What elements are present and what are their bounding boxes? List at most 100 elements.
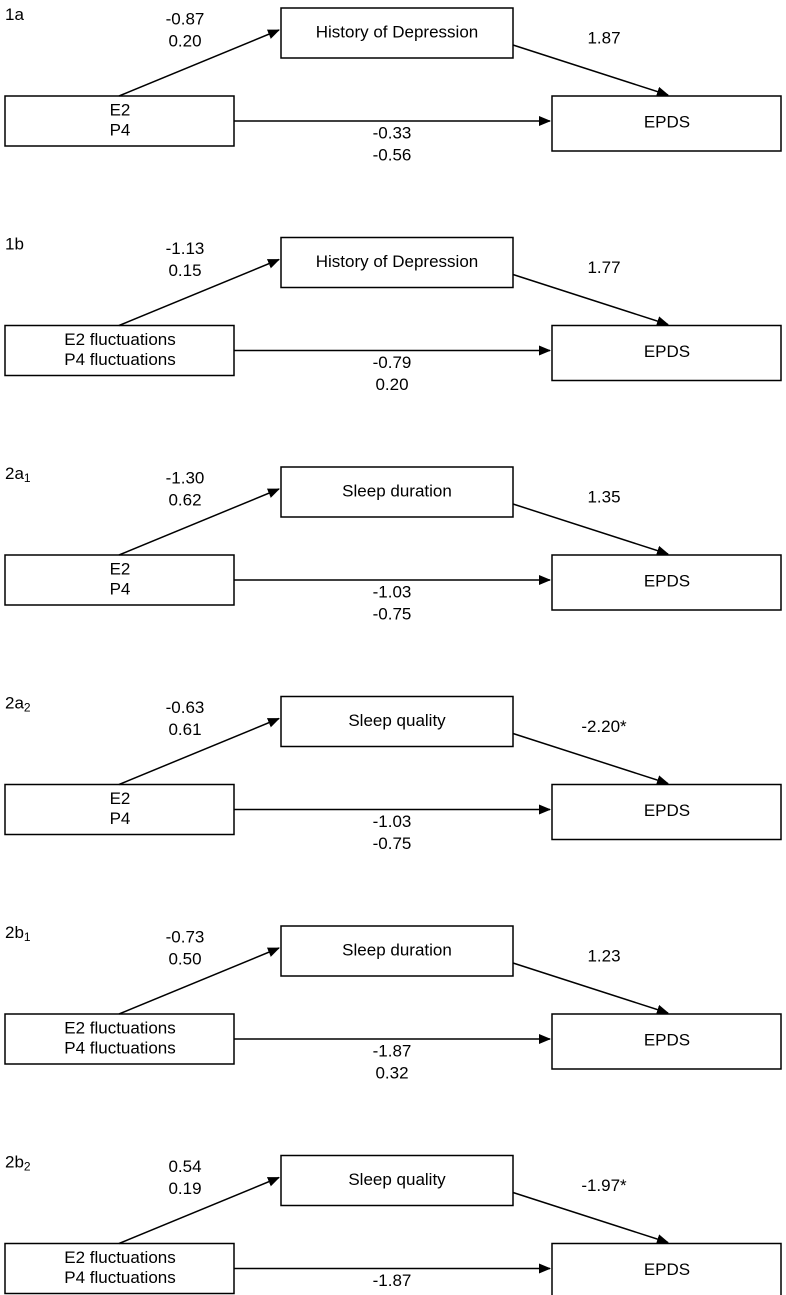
path-b-arrow (512, 962, 669, 1015)
path-b-arrow (512, 1191, 669, 1244)
path-a-coefficient-p4: 0.15 (168, 261, 201, 280)
panel-label: 1a (5, 5, 24, 24)
path-b-arrow (512, 503, 669, 556)
path-b-coefficient: 1.87 (587, 28, 620, 47)
panel-label-main: 1a (5, 5, 24, 24)
path-b-coefficient: 1.77 (587, 258, 620, 277)
path-c-coefficient-e2: -1.87 (373, 1271, 412, 1290)
mediator-label: Sleep duration (342, 940, 452, 959)
outcome-label: EPDS (644, 112, 690, 131)
predictor-label-line1: E2 fluctuations (64, 1248, 176, 1267)
mediator-label: Sleep quality (348, 711, 446, 730)
path-b-arrow (512, 44, 669, 97)
outcome-box (551, 324, 782, 382)
panel-label-main: 2b (5, 923, 24, 942)
path-c-coefficient-p4: -0.75 (373, 604, 412, 623)
mediator-box (280, 695, 514, 748)
panel-label-main: 2b (5, 1153, 24, 1172)
path-a-arrow (118, 1176, 280, 1245)
path-b-arrow (512, 273, 669, 326)
path-a-arrow (118, 488, 280, 556)
path-c-coefficient-e2: -1.03 (373, 812, 412, 831)
panel-label: 2a1 (5, 464, 31, 485)
panel-label-subscript: 2 (24, 701, 31, 715)
mediator-label: History of Depression (316, 252, 479, 271)
path-c-coefficient-p4: 0.32 (375, 1293, 408, 1295)
path-b-coefficient: -1.97* (581, 1176, 627, 1195)
path-c-coefficient-p4: -0.75 (373, 834, 412, 853)
mediator-box (280, 466, 514, 518)
outcome-label: EPDS (644, 342, 690, 361)
mediator-box (280, 1154, 514, 1207)
predictor-label-line1: E2 fluctuations (64, 330, 176, 349)
path-a-coefficient-e2: -0.73 (166, 927, 205, 946)
predictor-box (4, 1242, 235, 1295)
path-a-arrow (118, 947, 280, 1015)
panel-label-subscript: 2 (24, 1160, 31, 1174)
outcome-label: EPDS (644, 571, 690, 590)
path-b-coefficient: -2.20* (581, 717, 627, 736)
path-a-arrow (118, 717, 280, 786)
outcome-label: EPDS (644, 1260, 690, 1279)
predictor-label-line1: E2 (110, 100, 131, 119)
path-a-coefficient-p4: 0.62 (168, 490, 201, 509)
outcome-box (551, 554, 782, 611)
mediator-box (280, 925, 514, 977)
path-a-arrow (118, 29, 280, 97)
panel-label: 2a2 (5, 694, 31, 715)
predictor-box (4, 783, 235, 836)
panel-label-main: 2a (5, 464, 24, 483)
predictor-label-line2: P4 fluctuations (64, 1268, 176, 1287)
path-b-arrow (512, 732, 669, 785)
path-a-coefficient-e2: 0.54 (168, 1157, 201, 1176)
path-a-coefficient-e2: -0.87 (166, 9, 205, 28)
path-b-coefficient: 1.23 (587, 946, 620, 965)
panel-label: 2b2 (5, 1153, 31, 1174)
path-a-coefficient-e2: -1.13 (166, 239, 205, 258)
path-a-coefficient-p4: 0.50 (168, 949, 201, 968)
path-a-coefficient-p4: 0.61 (168, 720, 201, 739)
mediator-box (280, 236, 514, 289)
panel-label-main: 2a (5, 694, 24, 713)
predictor-label-line2: P4 fluctuations (64, 1038, 176, 1057)
predictor-label-line1: E2 (110, 559, 131, 578)
outcome-box (551, 783, 782, 841)
mediator-label: Sleep quality (348, 1170, 446, 1189)
predictor-label-line1: E2 (110, 789, 131, 808)
panel-label: 1b (5, 235, 24, 254)
path-c-coefficient-e2: -1.03 (373, 582, 412, 601)
path-a-coefficient-p4: 0.20 (168, 31, 201, 50)
mediator-label: Sleep duration (342, 481, 452, 500)
panel-label-subscript: 1 (24, 930, 31, 944)
panel-label-main: 1b (5, 235, 24, 254)
path-a-coefficient-e2: -0.63 (166, 698, 205, 717)
path-a-coefficient-e2: -1.30 (166, 468, 205, 487)
outcome-label: EPDS (644, 1030, 690, 1049)
predictor-label-line1: E2 fluctuations (64, 1018, 176, 1037)
path-a-coefficient-p4: 0.19 (168, 1179, 201, 1198)
path-a-arrow (118, 258, 280, 327)
path-c-coefficient-p4: -0.56 (373, 145, 412, 164)
path-c-coefficient-e2: -1.87 (373, 1041, 412, 1060)
path-b-coefficient: 1.35 (587, 487, 620, 506)
panel-label-subscript: 1 (24, 471, 31, 485)
predictor-label-line2: P4 fluctuations (64, 350, 176, 369)
mediator-box (280, 7, 514, 59)
predictor-box (4, 95, 235, 147)
path-c-coefficient-p4: 0.32 (375, 1063, 408, 1082)
path-c-coefficient-p4: 0.20 (375, 375, 408, 394)
predictor-label-line2: P4 (110, 579, 131, 598)
path-c-coefficient-e2: -0.33 (373, 123, 412, 142)
outcome-label: EPDS (644, 801, 690, 820)
path-c-coefficient-e2: -0.79 (373, 353, 412, 372)
predictor-label-line2: P4 (110, 120, 131, 139)
mediator-label: History of Depression (316, 22, 479, 41)
panel-label: 2b1 (5, 923, 31, 944)
